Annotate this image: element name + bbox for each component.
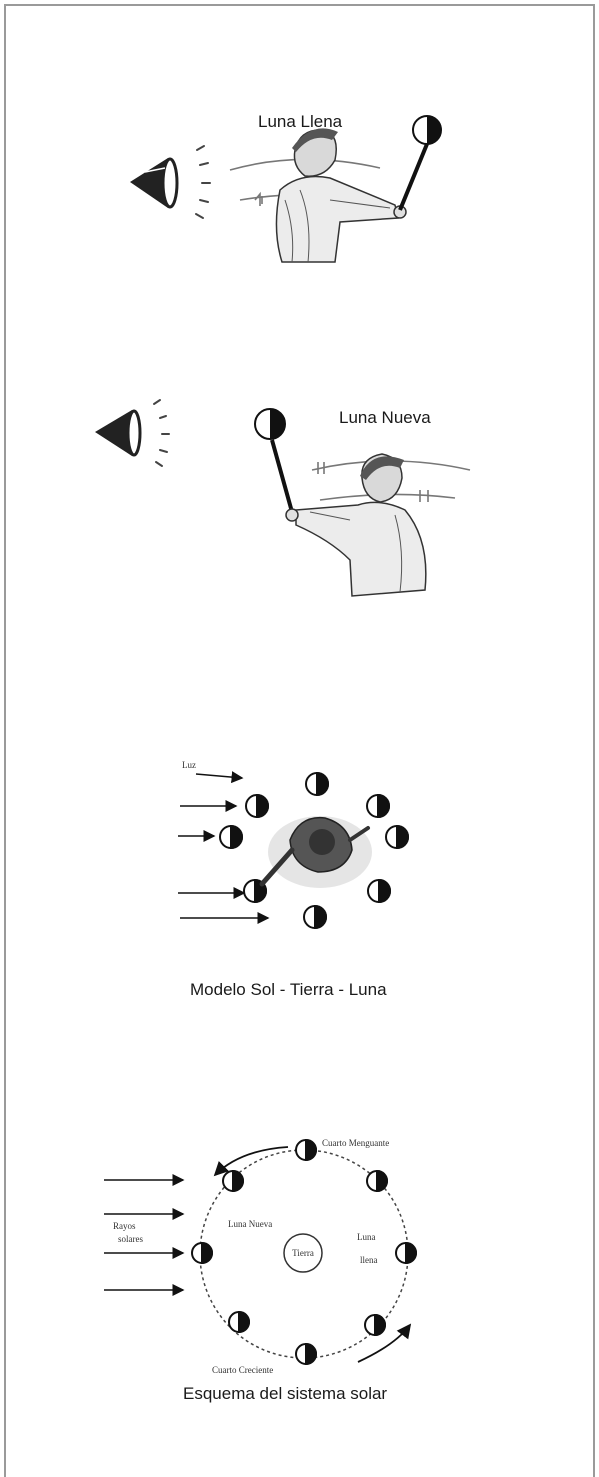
moon-full-icon <box>412 115 442 145</box>
orbit-direction-arrow <box>357 1323 412 1363</box>
moon-phase-icon <box>367 878 391 904</box>
lamp-icon <box>130 157 179 209</box>
moon-phase-icon <box>366 793 390 819</box>
moon-phase-icon <box>191 1241 213 1265</box>
light-label: Luz <box>182 760 196 770</box>
moon-phase-icon <box>295 1342 317 1366</box>
full-moon-label-1: Luna <box>357 1232 376 1242</box>
waning-quarter-label: Cuarto Menguante <box>322 1138 389 1148</box>
moon-phase-icon <box>364 1313 386 1337</box>
moon-phase-icon <box>395 1241 417 1265</box>
full-moon-label-2: llena <box>360 1255 378 1265</box>
new-moon-caption: Luna Nueva <box>339 408 431 427</box>
light-rays-icon <box>195 145 211 219</box>
new-moon-label: Luna Nueva <box>228 1219 272 1229</box>
lamp-icon <box>95 409 142 457</box>
earth-icon <box>283 1233 323 1273</box>
stick <box>398 143 429 211</box>
rays-label-2: solares <box>118 1234 143 1244</box>
moon-phase-icon <box>245 793 269 819</box>
scheme-caption: Esquema del sistema solar <box>183 1384 388 1403</box>
moon-phase-icon <box>366 1169 388 1193</box>
moon-phase-icon <box>303 904 327 930</box>
moon-new-icon <box>254 408 286 440</box>
orbit-direction-arrow <box>213 1146 289 1177</box>
earth-label: Tierra <box>292 1248 314 1258</box>
person-top-view-icon <box>259 816 372 888</box>
stick <box>270 439 294 513</box>
waxing-quarter-label: Cuarto Creciente <box>212 1365 273 1375</box>
light-arrows <box>178 771 270 924</box>
moon-phase-icon <box>219 824 243 850</box>
boy-figure-icon <box>275 128 407 263</box>
solar-rays-arrows <box>104 1174 185 1296</box>
page-frame <box>4 4 595 1477</box>
rays-label-1: Rayos <box>113 1221 136 1231</box>
scheme-moon-phases <box>191 1138 417 1366</box>
moon-phase-icon <box>228 1310 250 1334</box>
light-rays-icon <box>153 399 170 467</box>
boy-figure-icon <box>285 453 427 597</box>
full-moon-caption: Luna Llena <box>258 112 343 131</box>
moon-phase-icon <box>295 1138 317 1162</box>
model-caption: Modelo Sol - Tierra - Luna <box>190 980 387 999</box>
moon-phase-icon <box>385 824 409 850</box>
moon-phase-icon <box>222 1169 244 1193</box>
moon-phase-icon <box>305 771 329 797</box>
